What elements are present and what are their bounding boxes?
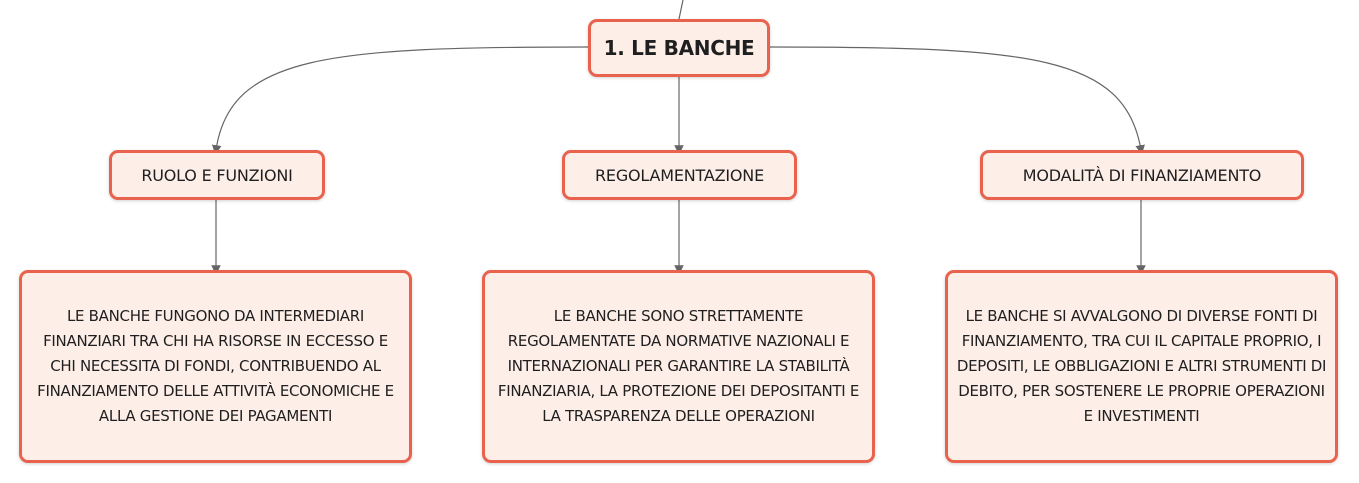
detail-node-text: LE BANCHE FUNGONO DA INTERMEDIARI FINANZ… — [37, 307, 394, 425]
detail-node-regolamentazione[interactable]: LE BANCHE SONO STRETTAMENTE REGOLAMENTAT… — [482, 270, 875, 463]
branch-node-label: MODALITÀ DI FINANZIAMENTO — [1022, 165, 1262, 185]
branch-node-ruolo-e-funzioni[interactable]: RUOLO E FUNZIONI — [109, 150, 325, 200]
detail-node-ruolo-e-funzioni[interactable]: LE BANCHE FUNGONO DA INTERMEDIARI FINANZ… — [19, 270, 412, 463]
root-node-label: 1. LE BANCHE — [603, 36, 755, 60]
branch-node-regolamentazione[interactable]: REGOLAMENTAZIONE — [562, 150, 797, 200]
branch-node-label: REGOLAMENTAZIONE — [595, 165, 764, 185]
root-node[interactable]: 1. LE BANCHE — [588, 19, 770, 77]
connector-root-to-branch-3 — [769, 46, 1145, 155]
detail-node-modalita-di-finanziamento[interactable]: LE BANCHE SI AVVALGONO DI DIVERSE FONTI … — [945, 270, 1338, 463]
parent-connector — [678, 0, 684, 20]
connector-root-to-branch-1 — [211, 46, 589, 155]
branch-node-modalita-di-finanziamento[interactable]: MODALITÀ DI FINANZIAMENTO — [980, 150, 1304, 200]
detail-node-text: LE BANCHE SI AVVALGONO DI DIVERSE FONTI … — [956, 307, 1327, 425]
branch-node-label: RUOLO E FUNZIONI — [141, 165, 293, 185]
detail-node-text: LE BANCHE SONO STRETTAMENTE REGOLAMENTAT… — [497, 307, 860, 425]
